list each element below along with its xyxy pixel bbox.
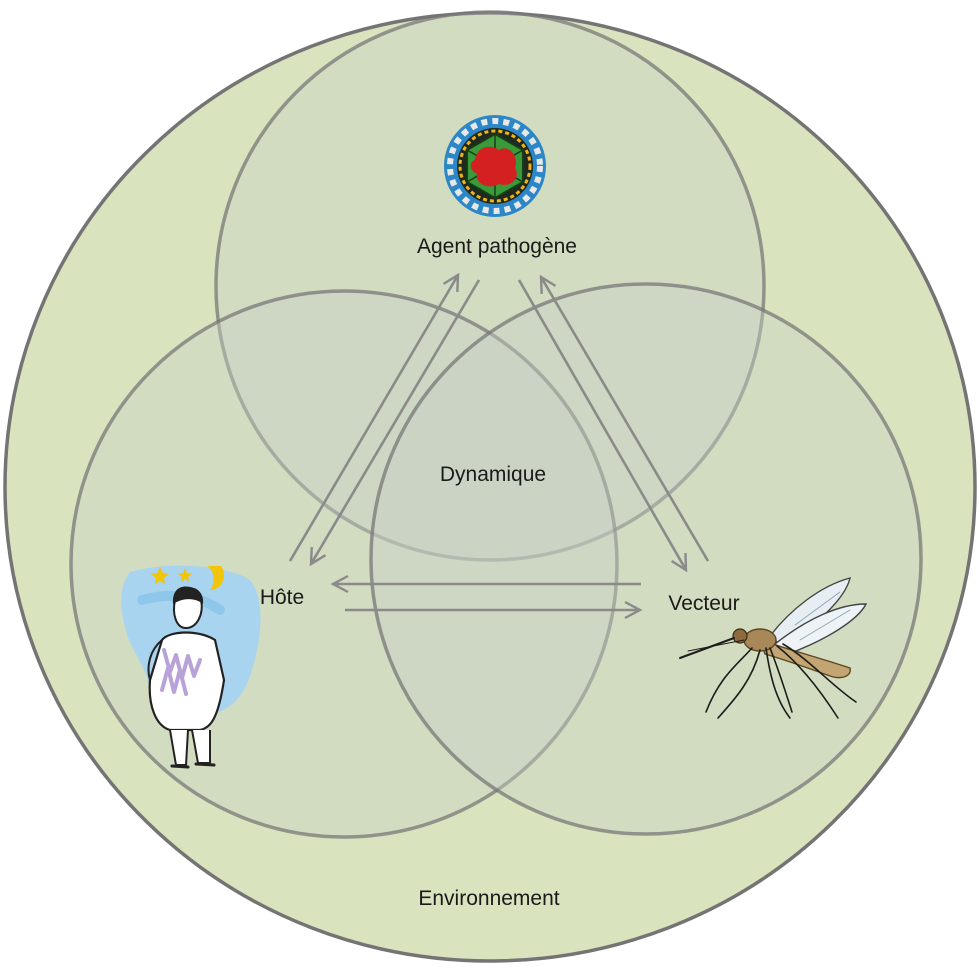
arrow-pathogen-to-vector — [517, 279, 688, 573]
host-label: Hôte — [260, 586, 304, 609]
dynamics-label: Dynamique — [440, 463, 546, 486]
dizzy-person-icon — [121, 565, 261, 769]
vector-circle — [369, 282, 923, 836]
arrow-pathogen-to-host — [309, 279, 481, 567]
vector-label: Vecteur — [668, 592, 739, 615]
pathogen-label: Agent pathogène — [417, 235, 577, 258]
environment-label: Environnement — [418, 887, 559, 910]
arrow-host-to-pathogen — [288, 272, 460, 562]
arrow-vector-to-pathogen — [539, 274, 710, 562]
mosquito-icon — [679, 577, 868, 719]
virus-icon — [444, 115, 546, 217]
interaction-arrows — [288, 272, 710, 620]
